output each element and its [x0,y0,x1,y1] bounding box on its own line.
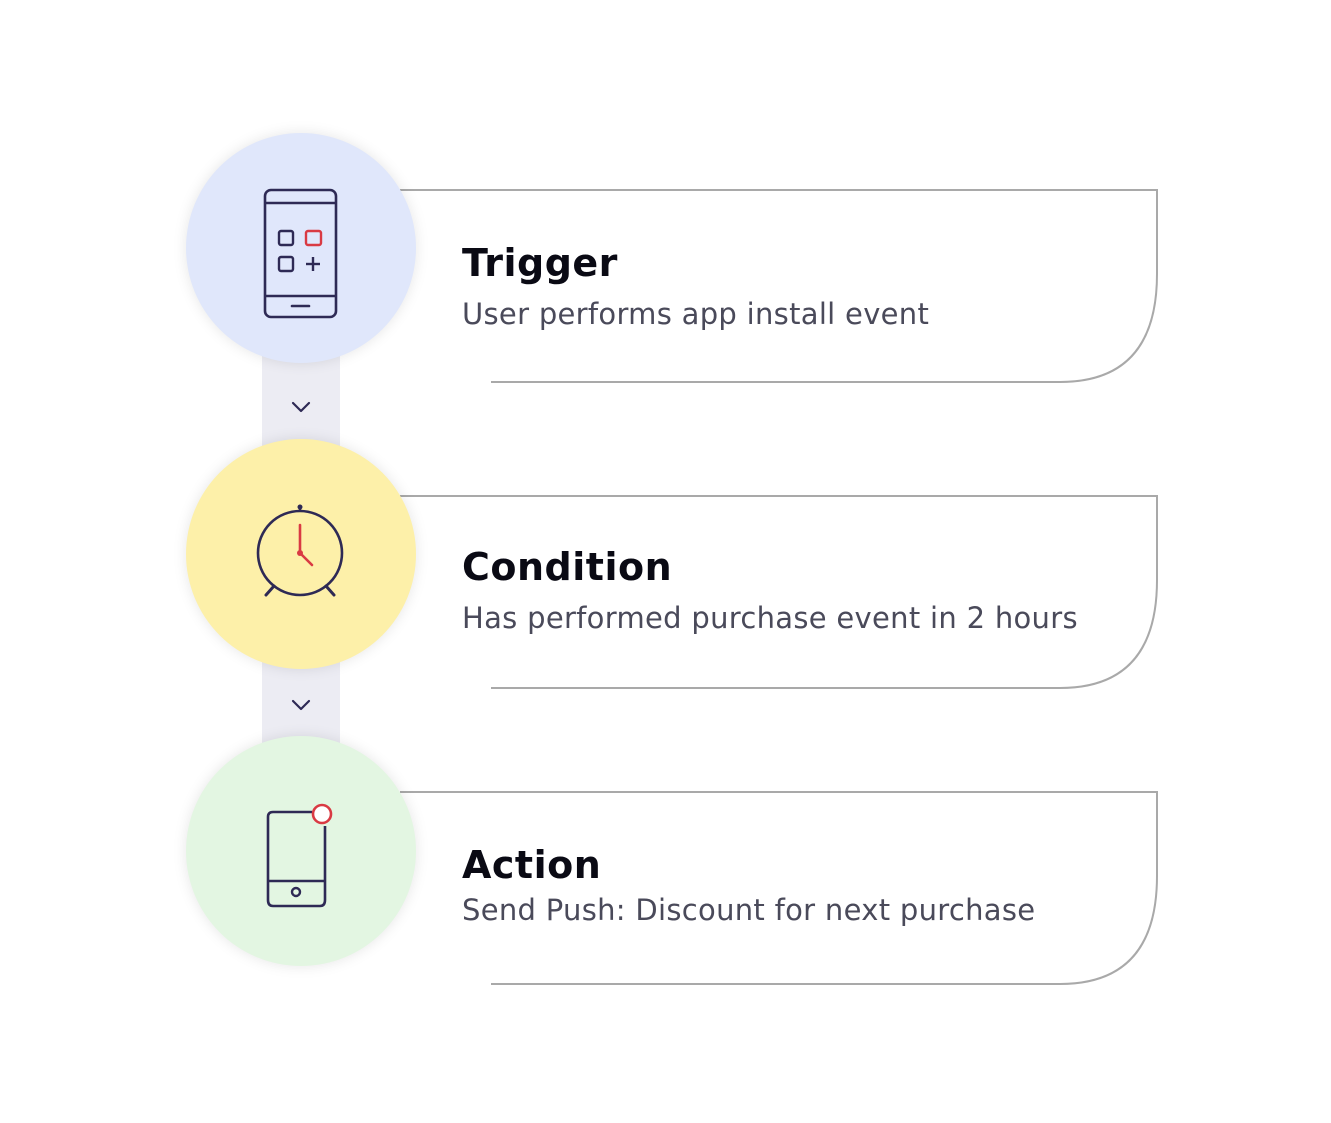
card-frame [400,189,1158,383]
chevron-down-icon [262,697,340,716]
step-circle-condition [186,439,416,669]
step-card-action: Action Send Push: Discount for next purc… [300,791,1158,986]
chevron-down-icon [262,399,340,418]
step-description: Send Push: Discount for next purchase [462,893,1036,927]
connector-1 [262,355,340,450]
step-card-condition: Condition Has performed purchase event i… [300,495,1158,690]
step-card-trigger: Trigger User performs app install event [300,189,1158,384]
step-description: User performs app install event [462,297,930,331]
step-circle-trigger [186,133,416,363]
step-title: Condition [462,545,673,589]
step-title: Trigger [462,241,618,285]
alarm-clock-icon [256,504,344,597]
card-frame [400,495,1158,689]
connector-2 [262,660,340,745]
step-title: Action [462,843,602,887]
step-circle-action [186,736,416,966]
phone-apps-icon [263,188,338,319]
step-description: Has performed purchase event in 2 hours [462,601,1078,635]
phone-notification-icon [266,803,333,908]
card-frame [400,791,1158,985]
